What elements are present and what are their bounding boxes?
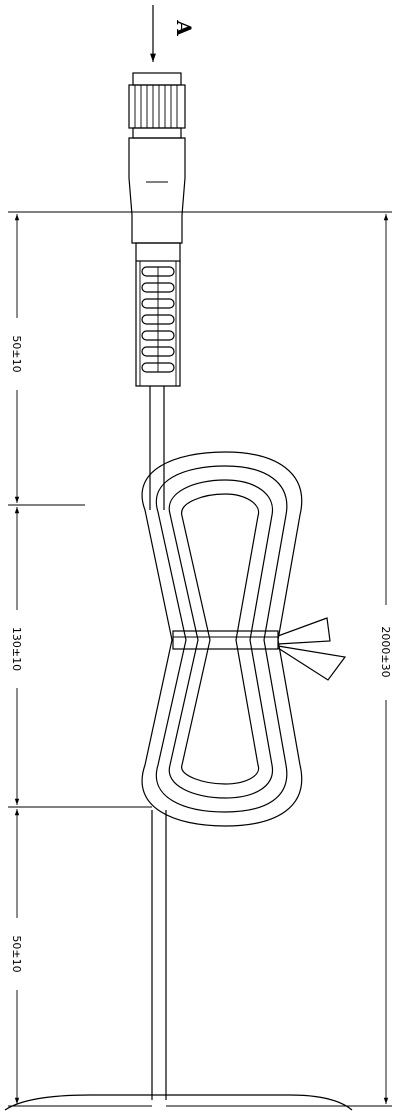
dimension-total-length: 2000±30 <box>379 626 392 677</box>
dimension-bottom-segment: 50±10 <box>10 935 23 972</box>
right-dimension-system <box>166 211 392 1107</box>
dimension-middle-segment: 130±10 <box>10 627 23 671</box>
left-dimension-system <box>8 211 182 1107</box>
view-label: A <box>172 19 196 36</box>
cable-tie <box>172 617 347 681</box>
connector-head <box>128 72 186 244</box>
strain-relief <box>135 242 181 387</box>
dimension-top-segment: 50±10 <box>10 335 23 372</box>
cable-lower <box>4 810 353 1111</box>
cable-upper <box>149 386 165 510</box>
